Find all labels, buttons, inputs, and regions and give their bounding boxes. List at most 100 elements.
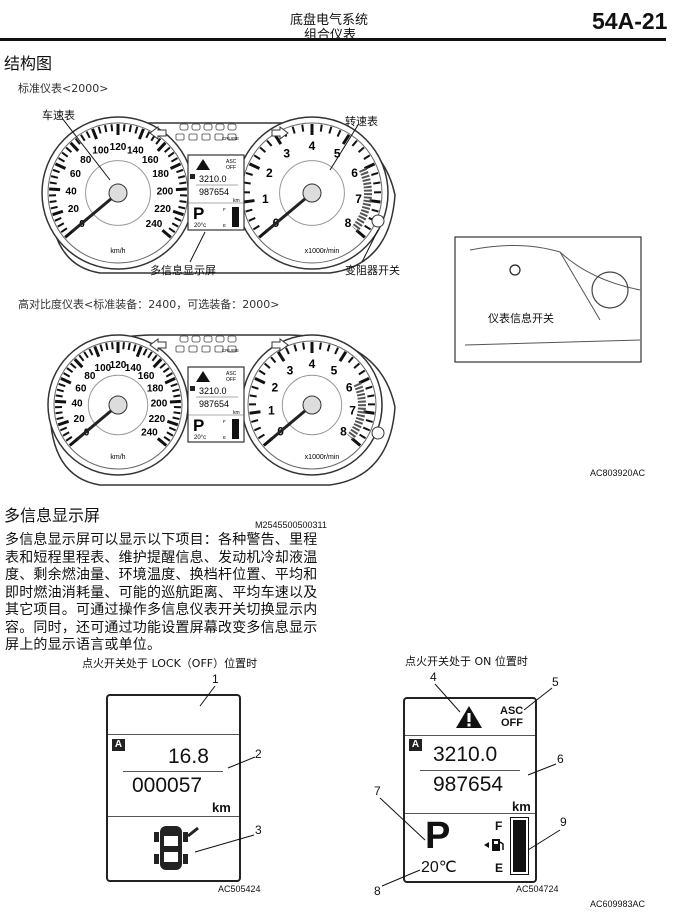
outside-temperature: 20°c [194, 223, 206, 229]
speedometer-tick [56, 388, 64, 393]
tachometer-tick [266, 139, 273, 147]
tachometer-tick [365, 419, 373, 423]
speedometer-tick [58, 382, 66, 388]
tachometer-tick [371, 208, 379, 213]
warning-lamp-icon [179, 123, 189, 131]
speedometer-tick [59, 426, 68, 432]
speedometer-tick [162, 367, 170, 374]
figure-id-lock: AC505424 [218, 884, 261, 894]
info-switch-photo [454, 236, 642, 363]
speedometer-tick [164, 377, 176, 385]
tachometer-tick [285, 347, 290, 355]
tachometer-tick [245, 172, 253, 176]
speedometer-tick [173, 411, 181, 415]
speedometer-tick [55, 399, 67, 404]
speedometer-tick [169, 399, 181, 404]
indicator-lamp-icon [214, 133, 224, 141]
gear-position: P [193, 204, 204, 223]
speedometer-tick [171, 222, 179, 228]
speedometer-tick-label: 180 [147, 384, 164, 395]
tachometer-tick [373, 181, 381, 185]
divider [420, 770, 520, 771]
warning-lamp-icon [179, 335, 189, 343]
outside-temperature: 20℃ [421, 859, 457, 876]
warning-lamp-icon [215, 123, 225, 131]
warning-lamp-icon [191, 335, 201, 343]
speedometer-hub [108, 395, 128, 415]
speedometer-tick [172, 388, 180, 393]
tachometer-tick [347, 356, 354, 364]
speedometer-unit: km/h [110, 248, 125, 255]
trip-value: 3210.0 [199, 174, 227, 184]
warning-triangle-icon [196, 159, 210, 170]
speedometer-tick [99, 344, 104, 352]
divider [108, 816, 239, 817]
indicator-lamp-icon [175, 345, 185, 353]
warning-triangle-icon [456, 706, 482, 728]
tachometer-tick [358, 377, 370, 385]
warning-lamp-icon [215, 335, 225, 343]
tachometer-unit: x1000r/min [305, 248, 340, 255]
speedometer-tick [169, 162, 182, 170]
figure-id-1: AC803920AC [590, 468, 646, 478]
speedometer-tick [105, 342, 109, 351]
tachometer-tick-label: 8 [345, 216, 352, 230]
speedometer-hub [108, 183, 128, 203]
speedometer-tick [80, 134, 86, 142]
speedometer-tick [111, 342, 114, 350]
speedometer-tick-label: 40 [72, 399, 84, 410]
label-leader-line [61, 117, 111, 181]
tachometer-tick-label: 8 [340, 424, 347, 438]
warning-lamp-icon [203, 123, 213, 131]
tachometer-tick [367, 394, 375, 398]
speedometer-tick [57, 222, 65, 228]
doc-id: M2545500500311 [255, 520, 327, 530]
speedometer-tick-label: 140 [125, 363, 142, 374]
speedometer-tick [54, 162, 67, 170]
cruise-indicator: CRUISE [222, 348, 239, 353]
callout-5: 5 [552, 675, 559, 689]
speedometer-tick [179, 181, 187, 185]
label-leader-line [189, 231, 206, 263]
speedometer-tick-label: 220 [154, 204, 171, 215]
callout-leaders [194, 683, 561, 887]
speedometer-inner-dial [85, 160, 151, 226]
tachometer-tick [357, 146, 365, 153]
speedometer-tick [166, 419, 179, 427]
speedometer-tick [57, 419, 70, 427]
speedometer-tick-label: 20 [68, 204, 80, 215]
tachometer-tick-label: 2 [271, 381, 278, 395]
ignition-lock [591, 271, 629, 309]
tachometer-redzone [347, 382, 366, 440]
speedometer-tick-label: 140 [127, 145, 144, 156]
label-tachometer: 转速表 [345, 115, 378, 128]
tachometer-tick [301, 124, 305, 132]
tachometer-tick-label: 7 [355, 192, 362, 206]
tachometer-tick [249, 410, 261, 415]
warning-triangle-icon [196, 371, 210, 382]
tachometer-tick [365, 385, 373, 390]
speedometer-tick [147, 351, 153, 359]
indicator-lamp-icon [175, 133, 185, 141]
speedometer-tick [138, 128, 145, 140]
speedometer-tick-label: 220 [149, 414, 166, 425]
tachometer-tick [243, 199, 255, 204]
speedometer-tick [57, 157, 66, 163]
tachometer-inner-dial [281, 374, 343, 436]
unit-label: km [512, 799, 531, 814]
divider [108, 734, 239, 735]
rheostat-switch-knob [371, 214, 385, 228]
speedometer-tick [52, 209, 64, 217]
speedometer-tick [62, 431, 70, 437]
speedometer-tick [65, 146, 73, 153]
tachometer-tick [359, 433, 367, 440]
speedometer-tick [61, 151, 69, 158]
speedometer-tick [55, 411, 63, 415]
callout-7: 7 [374, 784, 381, 798]
tachometer-tick [291, 126, 296, 134]
speedometer-tick [165, 372, 173, 378]
tachometer-tick [251, 419, 259, 423]
speedometer-tick [110, 124, 114, 132]
odometer-value: 987654 [433, 773, 504, 796]
